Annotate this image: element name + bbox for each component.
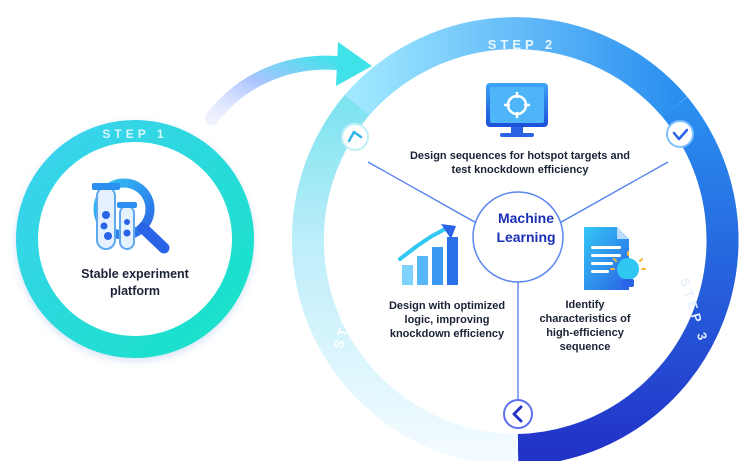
hub-label: Machine Learning <box>496 210 556 245</box>
bar-chart-arrow-icon <box>398 224 458 285</box>
document-lightbulb-icon <box>584 227 646 290</box>
step3-description: Identify characteristics of high-efficie… <box>539 299 631 353</box>
machine-learning-hub <box>472 191 564 283</box>
step3-badge <box>666 120 694 148</box>
test-tube-magnifier-icon <box>92 178 170 254</box>
step1-label: STEP 1 <box>102 127 168 141</box>
monitor-target-icon <box>486 83 548 137</box>
step2-label: STEP 2 <box>488 37 557 52</box>
connector-arrow <box>205 42 372 125</box>
step4-badge <box>503 399 533 429</box>
step2-badge <box>341 123 369 151</box>
step1-description: Stable experiment platform <box>81 267 189 298</box>
step4-description: Design with optimized logic, improving k… <box>388 300 506 340</box>
step2-description: Design sequences for hotspot targets and… <box>409 150 631 176</box>
hub-spokes <box>367 161 669 418</box>
